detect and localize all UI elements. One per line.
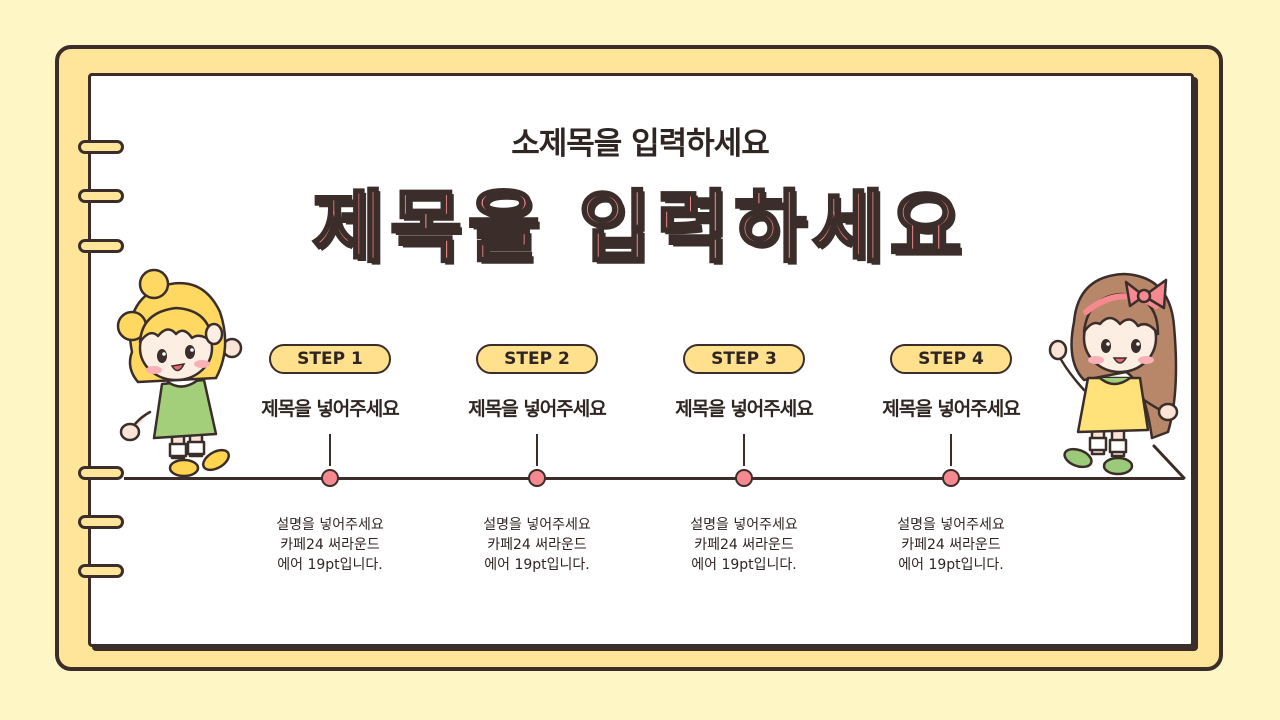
girl-green-dress-illustration <box>116 268 243 478</box>
step-desc-line: 에어 19pt입니다. <box>484 557 590 573</box>
step-desc-line: 카페24 써라운드 <box>901 537 1001 553</box>
step-desc-line: 카페24 써라운드 <box>694 537 794 553</box>
step-desc-line: 카페24 써라운드 <box>280 537 380 553</box>
step-dot <box>321 469 339 487</box>
step-desc-line: 에어 19pt입니다. <box>898 557 1004 573</box>
binder-ring <box>78 239 124 253</box>
step-desc-line: 설명을 넣어주세요 <box>483 517 591 533</box>
step-title: 제목을 넣어주세요 <box>675 398 813 420</box>
step-badge: STEP 3 <box>683 344 805 374</box>
step-desc-line: 에어 19pt입니다. <box>277 557 383 573</box>
binder-ring <box>78 189 124 203</box>
step-badge: STEP 4 <box>890 344 1012 374</box>
step-connector <box>329 434 331 466</box>
timeline-arrow-icon <box>1152 444 1186 480</box>
subtitle: 소제목을 입력하세요 <box>511 126 769 162</box>
step-title: 제목을 넣어주세요 <box>882 398 1020 420</box>
step-connector <box>950 434 952 466</box>
step-connector <box>743 434 745 466</box>
step-desc-line: 카페24 써라운드 <box>487 537 587 553</box>
step-description: 설명을 넣어주세요 카페24 써라운드 에어 19pt입니다. <box>230 515 430 575</box>
step-desc-line: 설명을 넣어주세요 <box>690 517 798 533</box>
step-desc-line: 에어 19pt입니다. <box>691 557 797 573</box>
binder-ring <box>78 466 124 480</box>
step-description: 설명을 넣어주세요 카페24 써라운드 에어 19pt입니다. <box>644 515 844 575</box>
step-description: 설명을 넣어주세요 카페24 써라운드 에어 19pt입니다. <box>851 515 1051 575</box>
step-title: 제목을 넣어주세요 <box>261 398 399 420</box>
step-connector <box>536 434 538 466</box>
page-title: 제목을 입력하세요 <box>311 182 968 275</box>
step-badge: STEP 2 <box>476 344 598 374</box>
step-desc-line: 설명을 넣어주세요 <box>276 517 384 533</box>
timeline-line <box>124 477 1184 480</box>
step-desc-line: 설명을 넣어주세요 <box>897 517 1005 533</box>
binder-ring <box>78 140 124 154</box>
binder-ring <box>78 564 124 578</box>
girl-yellow-dress-illustration <box>1048 272 1179 476</box>
step-dot <box>735 469 753 487</box>
step-badge: STEP 1 <box>269 344 391 374</box>
binder-ring <box>78 515 124 529</box>
step-dot <box>528 469 546 487</box>
step-title: 제목을 넣어주세요 <box>468 398 606 420</box>
step-dot <box>942 469 960 487</box>
step-description: 설명을 넣어주세요 카페24 써라운드 에어 19pt입니다. <box>437 515 637 575</box>
